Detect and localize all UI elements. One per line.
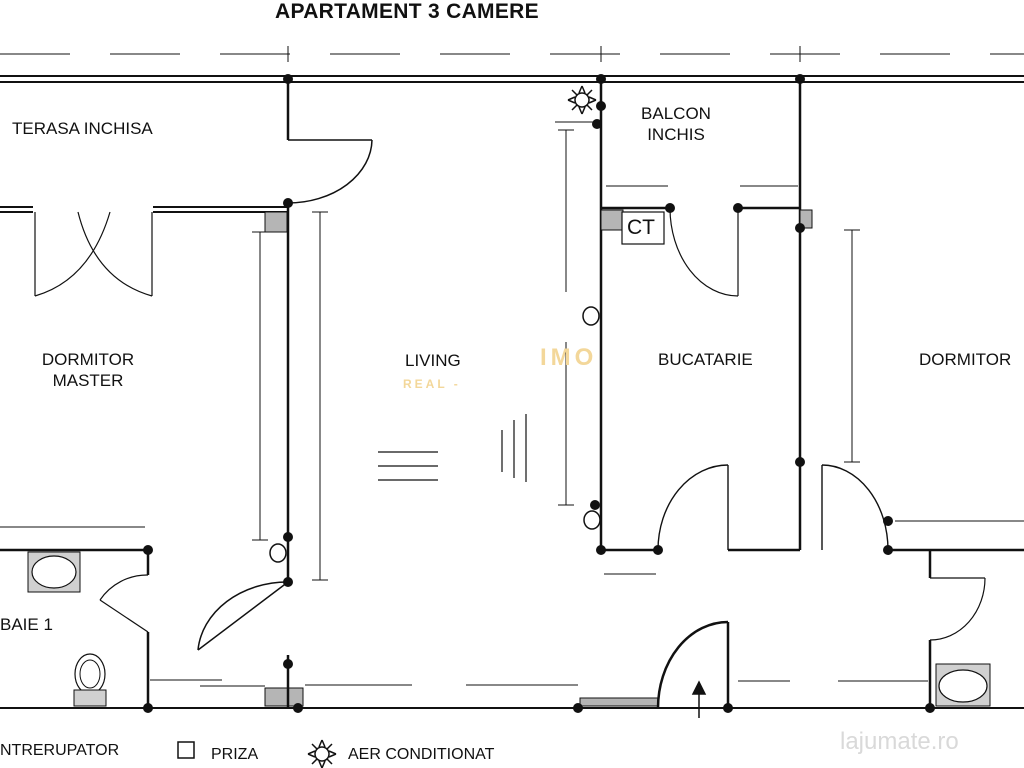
room-balcon: BALCON INCHIS	[636, 103, 716, 145]
room-dormitor-master-line1: DORMITOR	[41, 350, 135, 369]
watermark-site: lajumate.ro	[840, 728, 959, 755]
room-balcon-line1: BALCON	[641, 104, 711, 123]
plan-title: APARTAMENT 3 CAMERE	[275, 0, 539, 23]
watermark-imo: IMO	[540, 344, 598, 371]
watermark-real: REAL -	[403, 377, 461, 391]
outlet-marks	[269, 306, 601, 563]
top-wall	[0, 75, 1024, 83]
terrace-door	[34, 211, 153, 297]
room-dormitor-master-line2: MASTER	[52, 371, 124, 390]
legend-intrerupator: NTRERUPATOR	[0, 742, 120, 759]
room-living: LIVING	[405, 351, 461, 370]
ac-unit-icon	[567, 85, 597, 115]
entrance-door	[656, 620, 730, 709]
priza-legend-icon	[177, 741, 195, 759]
legend-aer: AER CONDITIONAT	[348, 746, 495, 763]
room-terasa: TERASA INCHISA	[12, 119, 153, 138]
room-bucatarie: BUCATARIE	[658, 350, 753, 369]
legend-priza: PRIZA	[211, 746, 259, 763]
room-dormitor-master: DORMITOR MASTER	[36, 349, 140, 391]
aer-legend-icon	[307, 739, 337, 768]
room-baie: BAIE 1	[0, 615, 53, 634]
junction-dots	[143, 74, 935, 713]
ct-label: CT	[627, 216, 655, 239]
dimension-lines	[252, 129, 860, 581]
room-dormitor: DORMITOR	[919, 350, 1012, 369]
terrace-wall	[0, 206, 288, 213]
wall-living-kitchen	[599, 82, 800, 552]
room-balcon-line2: INCHIS	[647, 125, 705, 144]
